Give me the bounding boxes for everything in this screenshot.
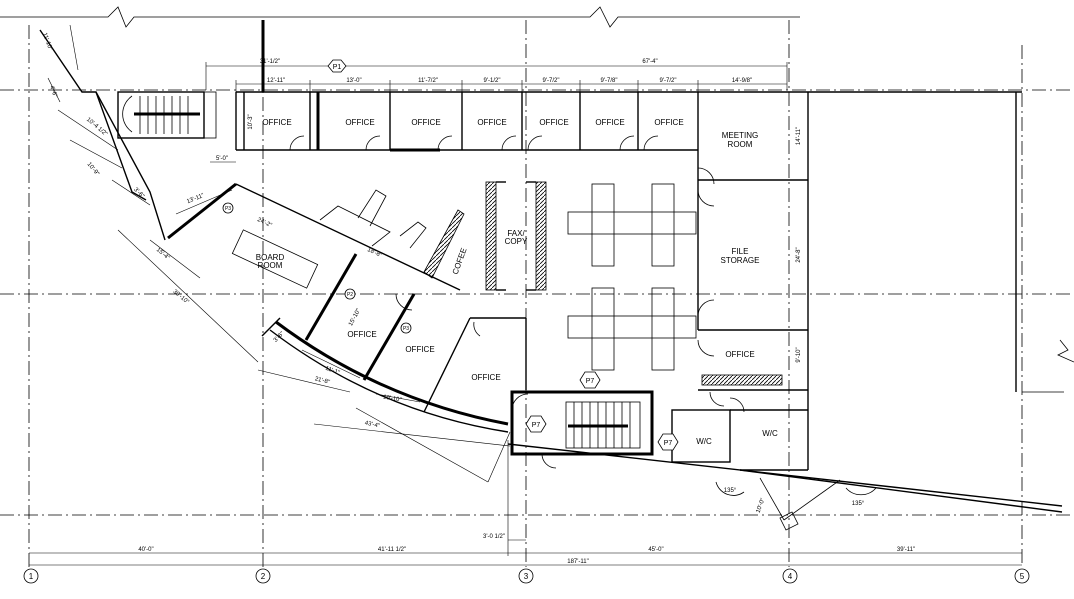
- grid-label-4: 4: [788, 572, 793, 581]
- dim-top-13-0: 13'-0": [346, 78, 361, 84]
- dim-top-12-11: 12'-11": [267, 78, 285, 84]
- room-file-1: FILE: [732, 247, 749, 256]
- room-office-1: OFFICE: [262, 118, 291, 127]
- room-file-2: STORAGE: [721, 256, 760, 265]
- dim-43-4: 43'-4": [364, 420, 380, 429]
- tag-p3a: P3: [225, 206, 231, 212]
- tag-p1: P1: [327, 59, 347, 73]
- tag-p7b: P7: [532, 422, 541, 429]
- dim-top-9-8: 9'-7/2": [660, 78, 677, 84]
- dim-ang-135a: 135°: [724, 488, 737, 494]
- svg-text:P1: P1: [333, 64, 342, 71]
- dim-13-11: 13'-11": [186, 193, 205, 205]
- dim-5-0: 5'-0": [216, 156, 228, 162]
- room-office-3: OFFICE: [411, 118, 440, 127]
- room-fax-2: COPY: [505, 237, 528, 246]
- workstations: FAX/ COPY: [485, 181, 697, 371]
- tags-p7: P7 P7 P7: [525, 371, 679, 451]
- room-office-4: OFFICE: [477, 118, 506, 127]
- dim-v-10-3: 10'-3": [248, 114, 254, 129]
- dim-left-30-10: 30'-10": [172, 289, 190, 306]
- room-office-5: OFFICE: [539, 118, 568, 127]
- grid-label-3: 3: [524, 572, 529, 581]
- room-office-8: OFFICE: [725, 350, 754, 359]
- room-coffee: COFEE: [451, 247, 469, 276]
- dim-21-8: 21'-8": [314, 376, 330, 386]
- grid-label-5: 5: [1020, 572, 1025, 581]
- room-office-6: OFFICE: [595, 118, 624, 127]
- dim-18-8: 18'-8": [366, 247, 382, 259]
- room-meeting-2: ROOM: [728, 140, 753, 149]
- room-office-7: OFFICE: [654, 118, 683, 127]
- dim-bot-41: 41'-11 1/2": [378, 547, 406, 553]
- dim-bot-3: 3'-0 1/2": [483, 534, 505, 540]
- room-wc-2: W/C: [762, 429, 778, 438]
- tag-p7a: P7: [586, 378, 595, 385]
- dim-ang-135b: 135°: [852, 501, 865, 507]
- dim-top-9-10: 9'-7/8": [601, 78, 618, 84]
- tag-p7c: P7: [664, 440, 673, 447]
- dim-bot-45: 45'-0": [648, 547, 663, 553]
- room-meeting-1: MEETING: [722, 131, 758, 140]
- dim-top-14-8: 14'-9/8": [732, 78, 752, 84]
- dim-24-2: 24'-2": [256, 217, 272, 229]
- top-dimensions: 31'-1/2" 67'-4" 12'-11" 13'-0" 11'-7/2" …: [205, 59, 788, 96]
- grid-lines: [0, 20, 1074, 567]
- top-office-row: 5'-0" 10'-3" OFFICE OFFICE OFFICE OFFICE…: [210, 20, 699, 330]
- dim-top-9-1: 9'-1/2": [484, 78, 501, 84]
- dim-left-4-6: 4'-6": [48, 85, 58, 98]
- dim-left-15-4: 15'-4": [155, 247, 171, 261]
- dim-left-10-4: 10'-4 1/2": [85, 117, 108, 138]
- dim-15-10: 15'-10": [348, 308, 362, 327]
- dim-right-14-11: 14'-11": [796, 127, 802, 145]
- break-lines: [0, 6, 1074, 363]
- room-office-11: OFFICE: [471, 373, 500, 382]
- bottom-dimensions: 40'-0" 41'-11 1/2" 3'-0 1/2" 187'-11" 45…: [29, 440, 1022, 566]
- grid-bubbles: 1 2 3 4 5: [23, 568, 1030, 584]
- tag-p2: P2: [347, 292, 353, 298]
- dim-10-10: 10'-10": [382, 394, 401, 403]
- curved-exterior-wall: 3'-6" 11'-1" 21'-8" 10'-10" 43'-4": [257, 317, 511, 483]
- dim-top-67: 67'-4": [642, 59, 657, 65]
- room-office-10: OFFICE: [405, 345, 434, 354]
- tag-p3b: P3: [403, 326, 409, 332]
- dim-top-31: 31'-1/2": [260, 59, 280, 65]
- right-rooms: MEETING ROOM FILE STORAGE OFFICE 14'-11"…: [697, 91, 1064, 470]
- lower-slanted-wall: 135° 135° 10'-0": [507, 443, 1063, 531]
- grid-label-2: 2: [261, 572, 266, 581]
- stair-core: W/C W/C: [510, 390, 808, 471]
- dim-bot-40: 40'-0": [138, 547, 153, 553]
- dim-left-11-10: 11'-10": [41, 32, 53, 51]
- dim-11-1: 11'-1": [324, 366, 340, 377]
- dim-left-10-9: 10'-9": [86, 162, 100, 178]
- room-board-1: BOARD: [256, 253, 285, 262]
- room-wc-1: W/C: [696, 437, 712, 446]
- room-office-9: OFFICE: [347, 330, 376, 339]
- room-fax-1: FAX/: [507, 229, 525, 238]
- dim-10-0: 10'-0": [756, 497, 767, 513]
- dim-top-9-7: 9'-7/2": [543, 78, 560, 84]
- dim-bot-39: 39'-11": [897, 547, 915, 553]
- dim-bot-187: 187'-11": [567, 559, 589, 565]
- room-office-2: OFFICE: [345, 118, 374, 127]
- dim-top-11-7: 11'-7/2": [418, 78, 438, 84]
- dim-right-24-8: 24'-8": [796, 247, 802, 262]
- grid-label-1: 1: [29, 572, 34, 581]
- tags-small: P3 P2 P3: [222, 202, 412, 334]
- dim-right-9-10: 9'-10": [796, 347, 802, 362]
- room-board-2: ROOM: [258, 261, 283, 270]
